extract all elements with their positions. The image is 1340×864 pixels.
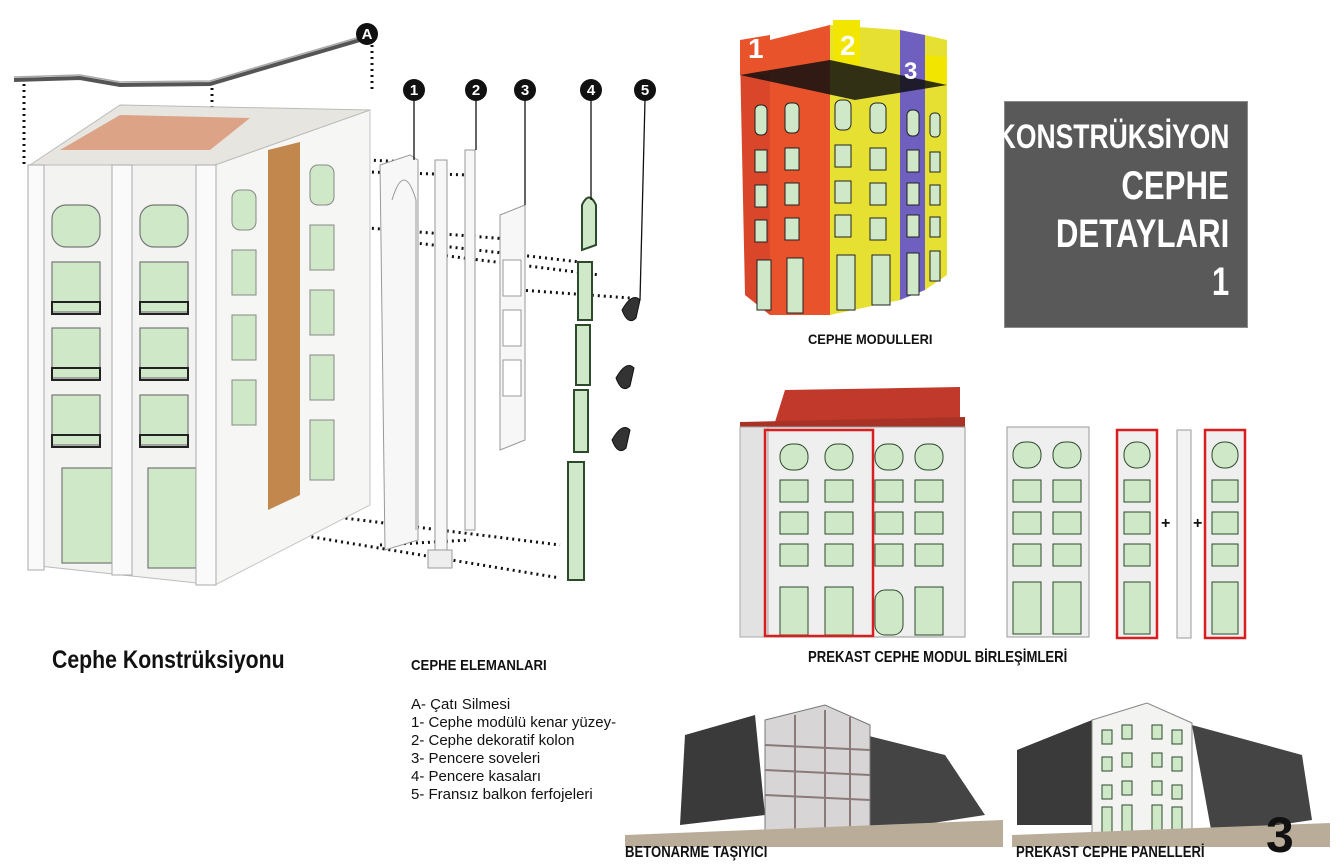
marker-3: 3 (514, 79, 536, 101)
plus-sign-1: + (1161, 515, 1171, 532)
page-number: 3 (1266, 807, 1294, 863)
title-line-2: CEPHE (1121, 164, 1229, 208)
element-5-balcony-ironwork (611, 297, 641, 452)
module-number-2: 2 (840, 30, 856, 61)
element-item-3: 3- Pencere soveleri (411, 750, 541, 767)
construction-caption: Cephe Konstrüksiyonu (52, 646, 285, 674)
modules-caption: CEPHE MODULLERI (808, 331, 933, 347)
marker-stems (413, 99, 646, 301)
marker-1: 1 (403, 79, 425, 101)
elements-heading: CEPHE ELEMANLARI (411, 657, 547, 674)
prekast-main-windows (779, 443, 944, 636)
element-1-edge-surface (379, 154, 419, 551)
building-side-windows (231, 164, 335, 481)
building-front-windows (51, 204, 197, 569)
title-line-1: KONSTRÜKSİYON (996, 118, 1229, 156)
roof-cornice-element (13, 36, 361, 88)
building-balconies (51, 301, 189, 448)
exploded-facade-illustration (13, 36, 646, 586)
marker-4: 4 (580, 79, 602, 101)
title-line-3: DETAYLARI (1055, 212, 1229, 256)
prekast-panels-render (1012, 695, 1330, 847)
element-item-4: 4- Pencere kasaları (411, 768, 542, 785)
prekast-combinations-caption: PREKAST CEPHE MODUL BİRLEŞİMLERİ (808, 649, 1068, 666)
facade-modules-illustration (740, 20, 947, 315)
title-line-4: 1 (1211, 260, 1229, 304)
plus-sign-2: + (1193, 515, 1203, 532)
element-item-1: 1- Cephe modülü kenar yüzey- (411, 714, 617, 731)
module-number-1: 1 (748, 33, 764, 64)
element-3-window-sills (499, 204, 526, 451)
marker-5: 5 (634, 79, 656, 101)
prekast-panels-caption: PREKAST CEPHE PANELLERİ (1016, 844, 1205, 861)
element-item-a: A- Çatı Silmesi (411, 696, 511, 713)
element-2-decorative-column (427, 149, 476, 569)
elements-list: A- Çatı Silmesi 1- Cephe modülü kenar yü… (411, 696, 616, 804)
element-item-2: 2- Cephe dekoratif kolon (411, 732, 575, 749)
title-box: KONSTRÜKSİYON CEPHE DETAYLARI 1 (996, 101, 1248, 328)
concrete-frame-render (625, 695, 1003, 847)
prekast-combinations-illustration (739, 387, 1247, 640)
marker-2: 2 (465, 79, 487, 101)
element-item-5: 5- Fransız balkon ferfojeleri (411, 786, 593, 803)
building-columns (27, 164, 217, 586)
concrete-frame-caption: BETONARME TAŞIYICI (625, 844, 768, 861)
module-windows (754, 99, 941, 314)
element-4-window-frames (567, 196, 597, 581)
marker-A: A (356, 23, 378, 45)
module-number-3: 3 (904, 58, 918, 85)
